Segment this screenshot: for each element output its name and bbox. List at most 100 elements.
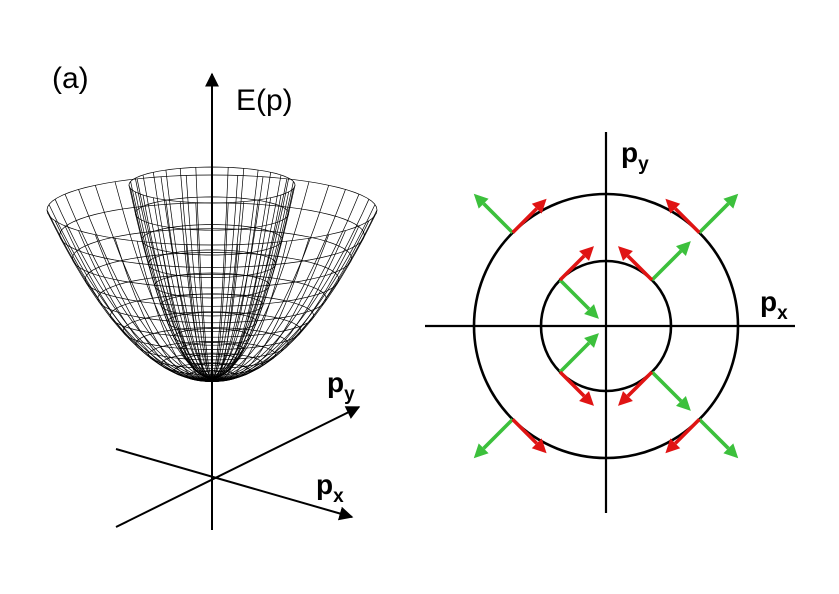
energy-axis-label: E(p): [236, 84, 293, 117]
red-arrow: [558, 246, 594, 282]
mesh-meridian: [211, 176, 264, 381]
arrow-head: [473, 193, 489, 209]
arrow-head: [579, 246, 594, 261]
right-2d-plot: py px: [425, 132, 795, 513]
red-arrow: [618, 370, 654, 406]
arrow-head: [579, 391, 594, 406]
mesh-meridian: [134, 178, 213, 379]
py-axis-label-2d: py: [621, 137, 649, 175]
arrow-shaft: [650, 249, 683, 282]
mesh-meridian: [211, 181, 294, 379]
arrow-shaft: [558, 341, 591, 374]
mesh-meridian: [142, 174, 213, 379]
mesh-meridian: [211, 167, 229, 379]
arrow-head: [723, 443, 739, 459]
mesh-meridian: [179, 168, 213, 379]
outer-paraboloid-mesh: [46, 174, 378, 383]
mesh-meridian: [128, 184, 213, 379]
arrow-head: [531, 198, 547, 214]
green-arrow: [698, 193, 739, 234]
spin-arrows: [473, 193, 739, 459]
mesh-meridian: [152, 172, 213, 379]
arrow-shaft: [558, 370, 586, 398]
left-3d-plot: E(p) py px: [46, 72, 378, 530]
mesh-meridian: [130, 181, 213, 379]
green-arrow: [650, 370, 691, 411]
mesh-meridian: [46, 209, 213, 381]
arrow-shaft: [674, 418, 701, 445]
mesh-meridian: [211, 193, 360, 381]
arrow-shaft: [674, 207, 701, 234]
green-arrow: [473, 418, 514, 459]
py-axis-label-3d: py: [327, 367, 355, 405]
px-axis-label-2d: px: [760, 286, 788, 324]
arrow-head: [584, 304, 599, 319]
mesh-meridian: [165, 169, 213, 379]
red-arrow: [511, 418, 547, 454]
arrow-shaft: [698, 418, 730, 450]
mesh-meridian: [48, 204, 213, 381]
red-arrow: [665, 418, 701, 454]
py-axis-3d: [115, 406, 361, 528]
mesh-meridian: [136, 178, 213, 381]
red-arrow: [618, 246, 654, 282]
arrow-shaft: [698, 202, 730, 234]
mesh-meridian: [64, 193, 213, 381]
arrow-shaft: [482, 202, 514, 234]
mesh-meridian: [211, 169, 259, 379]
green-arrow: [473, 193, 514, 234]
arrow-shaft: [558, 278, 591, 311]
mesh-meridian: [211, 178, 288, 381]
mesh-meridian: [211, 172, 272, 379]
mesh-meridian: [211, 189, 346, 381]
green-arrow: [558, 278, 599, 319]
mesh-meridian: [94, 185, 213, 381]
mesh-meridian: [160, 176, 213, 381]
panel-label: (a): [52, 62, 89, 95]
arrow-shaft: [558, 254, 586, 282]
arrow-head: [618, 391, 633, 406]
arrow-head: [665, 438, 681, 454]
green-arrow: [698, 418, 739, 459]
px-axis-label-3d: px: [316, 469, 344, 507]
arrow-shaft: [626, 370, 654, 398]
mesh-meridian: [211, 241, 288, 382]
mesh-meridian: [211, 199, 370, 381]
mesh-meridian: [211, 238, 310, 382]
red-arrow: [558, 370, 594, 406]
arrow-head: [531, 438, 547, 454]
arrow-head: [665, 198, 681, 214]
mesh-meridian: [211, 178, 290, 379]
arrow-shaft: [650, 370, 683, 403]
arrow-shaft: [482, 418, 514, 450]
inner-fermi-circle: [539, 259, 673, 393]
red-arrow: [665, 198, 701, 234]
arrow-shaft: [511, 418, 538, 445]
arrow-head: [473, 443, 489, 459]
red-arrow: [511, 198, 547, 234]
mesh-meridian: [211, 174, 282, 379]
arrow-head: [723, 193, 739, 209]
mesh-meridian: [211, 168, 245, 379]
mesh-meridian: [211, 185, 330, 381]
mesh-meridian: [48, 215, 213, 381]
arrow-shaft: [626, 254, 654, 282]
mesh-meridian: [211, 209, 378, 381]
mesh-meridian: [211, 204, 376, 381]
px-axis-3d: [115, 448, 354, 521]
mesh-meridian: [195, 167, 213, 379]
arrow-head: [676, 241, 691, 256]
arrow-head: [584, 333, 599, 348]
arrow-head: [676, 396, 691, 411]
mesh-meridian: [211, 234, 330, 382]
green-arrow: [650, 241, 691, 282]
mesh-meridian: [64, 225, 213, 381]
mesh-meridian: [211, 194, 282, 379]
arrow-shaft: [511, 207, 538, 234]
mesh-meridian: [78, 189, 213, 381]
green-arrow: [558, 333, 599, 374]
outer-fermi-circle: [472, 192, 740, 460]
mesh-meridian: [54, 199, 213, 381]
arrow-head: [618, 246, 633, 261]
